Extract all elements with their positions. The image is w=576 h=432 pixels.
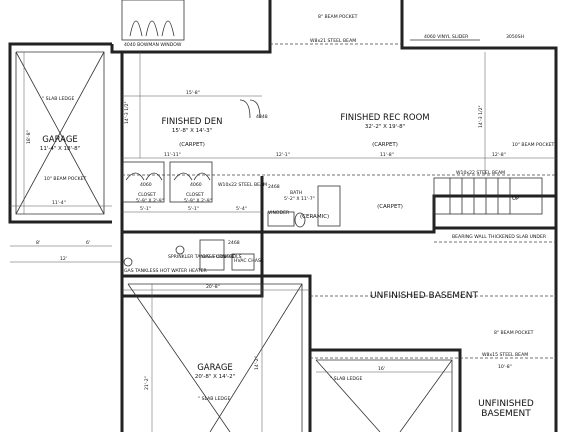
den-size: 15'-8" X 14'-3" <box>172 128 212 134</box>
furnace-box <box>199 239 225 271</box>
den-floor: (CARPET) <box>179 142 205 148</box>
sprinkler-tank-icon <box>175 245 185 255</box>
note-beam-pocket-low: 8" BEAM POCKET <box>494 330 534 336</box>
small-basement-diag2 <box>399 359 453 432</box>
rec-room-floor: (CARPET) <box>372 142 398 148</box>
bath-tub <box>317 185 341 227</box>
dim-rec-right: 11'-8" <box>380 152 394 158</box>
hvac-box <box>231 253 255 271</box>
garage-left-name: GARAGE <box>42 135 78 145</box>
note-code-4060b: 4060 <box>190 182 202 188</box>
rec-room-name: FINISHED REC ROOM <box>340 113 429 123</box>
closet-1-box <box>121 161 165 203</box>
garage-left-size: 11'-4" X 18'-8" <box>40 146 80 152</box>
stairs <box>433 177 543 215</box>
note-slab-ledge-1: " SLAB LEDGE <box>42 96 74 102</box>
note-steel-beam-low: W8x15 STEEL BEAM <box>482 352 528 358</box>
note-slab-ledge-2: " SLAB LEDGE <box>198 396 230 402</box>
dim-rec-far: 12'-8" <box>492 152 506 158</box>
bath-floor: (CERAMIC) <box>300 214 329 220</box>
note-code-2468b: 2468 <box>228 240 240 246</box>
dim-d6: 6' <box>86 240 90 246</box>
rec-room-floor-2: (CARPET) <box>377 204 403 210</box>
note-code-2468: 2468 <box>268 184 280 190</box>
unfinished-main-name: UNFINISHED BASEMENT <box>370 291 478 301</box>
unfinished-small-line1: UNFINISHED <box>478 399 534 409</box>
bowman-window <box>121 0 185 41</box>
rec-room-size: 32'-2" X 19'-8" <box>365 124 405 130</box>
note-beam-pocket-right: 10" BEAM POCKET <box>512 142 555 148</box>
den-name: FINISHED DEN <box>162 117 223 127</box>
note-top-steel: W8x21 STEEL BEAM <box>310 38 356 44</box>
dim-d8: 8' <box>36 240 40 246</box>
note-window-right-code: 3050SH <box>506 34 524 40</box>
dim-d16: 16' <box>378 366 385 372</box>
top-wall <box>110 0 272 54</box>
garage-bottom-diag2 <box>209 283 303 432</box>
garage-bottom-size: 20'-8" X 14'-2" <box>195 374 235 380</box>
note-code-4060a: 4060 <box>140 182 152 188</box>
note-tankless: GAS TANKLESS HOT WATER HEATER <box>124 268 207 274</box>
note-furnace: GAS FURNACE <box>202 254 235 260</box>
garage-left-diag2 <box>15 51 105 215</box>
note-top-beam: 8" BEAM POCKET <box>318 14 358 20</box>
dim-garage-height: 18'-8" <box>26 130 32 144</box>
closet-doors <box>125 172 211 181</box>
dim-gar2-inner: 14'-2" <box>254 356 260 370</box>
closet-1-size: 5'-9" X 2'-9" <box>136 198 164 204</box>
vanity-box <box>267 211 295 227</box>
dim-d12: 12' <box>60 256 67 262</box>
note-beam-pocket-left: 10" BEAM POCKET <box>44 176 87 182</box>
note-up: UP <box>512 196 520 202</box>
note-sprinkler: SPRINKLER TANKS & CONTROLS <box>168 254 242 260</box>
den-door <box>239 99 261 119</box>
dim-rec-mid: 12'-1" <box>276 152 290 158</box>
bath-name: BATH <box>290 190 302 196</box>
dim-den-width: 15'-8" <box>186 90 200 96</box>
top-wall-right <box>400 0 558 228</box>
note-steel-beam-stair: W10x22 STEEL BEAM <box>456 170 505 176</box>
note-window-right: 4060 VINYL SLIDER <box>424 34 469 40</box>
closet-2-name: CLOSET <box>186 192 204 198</box>
note-code-4848: 4848 <box>256 114 268 120</box>
note-window-left: 4040 BOWMAN WINDOW <box>124 42 182 48</box>
dim-clos-a: 5'-1" <box>140 206 151 212</box>
tankless-heater-icon <box>123 257 133 267</box>
dim-gar2-width: 20'-8" <box>206 284 220 290</box>
dim-clos-b: 5'-1" <box>188 206 199 212</box>
note-steel-beam-mid: W10x22 STEEL BEAM <box>218 182 267 188</box>
note-vanity: VINODER <box>268 210 290 216</box>
dim-den-below: 11'-11" <box>164 152 181 158</box>
dim-clos-c: 5'-4" <box>236 206 247 212</box>
note-hvac: HVAC CHASE <box>234 258 264 264</box>
dim-garage-width: 11'-4" <box>52 200 66 206</box>
bath-size: 5'-2" X 11'-7" <box>284 196 315 202</box>
toilet <box>294 212 306 228</box>
garage-left-walls <box>8 42 112 224</box>
dim-rec-height: 14'-3 1/2" <box>478 105 484 128</box>
note-slab-ledge-3: " SLAB LEDGE <box>330 376 362 382</box>
small-basement-diag <box>315 359 381 432</box>
closet-1-name: CLOSET <box>138 192 156 198</box>
dim-den-height: 14'-3 1/2" <box>124 101 130 124</box>
closet-2-size: 5'-9" X 2'-9" <box>184 198 212 204</box>
garage-bottom-name: GARAGE <box>197 363 233 373</box>
mechanical-room-walls <box>120 230 264 298</box>
note-bearing-wall: BEARING WALL THICKENED SLAB UNDER <box>452 234 547 240</box>
dim-gar2-height: 21'-2" <box>144 376 150 390</box>
dim-d10: 10'-8" <box>498 364 512 370</box>
closet-2-box <box>169 161 213 203</box>
garage-bottom-diag <box>127 283 231 432</box>
bowman-window-arcs <box>129 20 175 37</box>
unfinished-small-line2: BASEMENT <box>481 409 531 419</box>
